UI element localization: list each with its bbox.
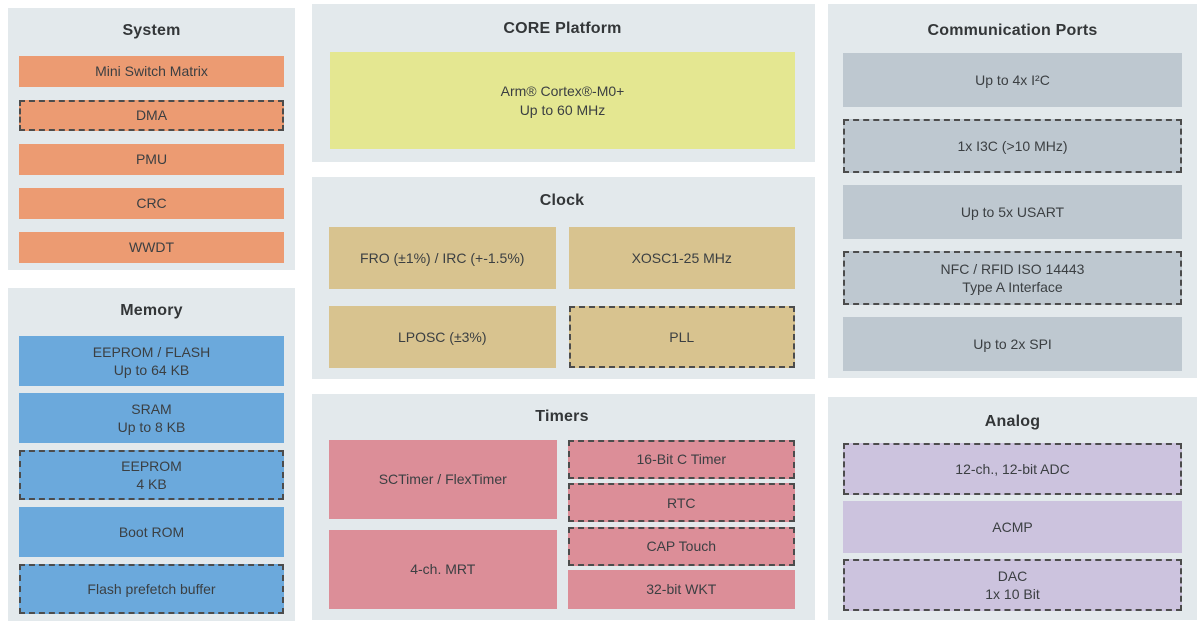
block-nfc-rfid: NFC / RFID ISO 14443 Type A Interface [843,251,1182,305]
panel-title-system: System [122,22,181,39]
panel-title-clock: Clock [539,192,585,209]
memory-blocks: EEPROM / FLASH Up to 64 KB SRAM Up to 8 … [19,336,284,614]
panel-memory: Memory EEPROM / FLASH Up to 64 KB SRAM U… [8,288,295,621]
block-pll: PLL [568,306,795,368]
block-sram: SRAM Up to 8 KB [19,393,284,443]
block-fro-irc: FRO (±1%) / IRC (+-1.5%) [329,227,556,289]
panel-title-memory: Memory [120,302,183,319]
block-rtc: RTC [567,483,795,523]
panel-clock: Clock FRO (±1%) / IRC (+-1.5%) XOSC1-25 … [312,177,815,379]
panel-core-platform: CORE Platform Arm® Cortex®-M0+ Up to 60 … [312,4,815,162]
block-lposc: LPOSC (±3%) [329,306,556,368]
block-acmp: ACMP [843,501,1182,553]
communication-blocks: Up to 4x I²C 1x I3C (>10 MHz) Up to 5x U… [843,53,1182,371]
block-32bit-wkt: 32-bit WKT [567,569,795,609]
panel-title-timers: Timers [535,408,589,425]
block-i3c: 1x I3C (>10 MHz) [843,119,1182,173]
block-wwdt: WWDT [19,232,284,263]
block-crc: CRC [19,188,284,219]
timers-left-column: SCTimer / FlexTimer 4-ch. MRT [329,440,557,609]
block-eeprom-4kb: EEPROM 4 KB [19,450,284,500]
timers-blocks: SCTimer / FlexTimer 4-ch. MRT 16-Bit C T… [329,440,795,609]
block-cap-touch: CAP Touch [567,526,795,566]
block-xosc: XOSC1-25 MHz [568,227,795,289]
block-flash-prefetch-buffer: Flash prefetch buffer [19,564,284,614]
core-blocks: Arm® Cortex®-M0+ Up to 60 MHz [330,52,795,149]
block-dma: DMA [19,100,284,131]
block-mini-switch-matrix: Mini Switch Matrix [19,56,284,87]
system-blocks: Mini Switch Matrix DMA PMU CRC WWDT [19,56,284,263]
block-sctimer-flextimer: SCTimer / FlexTimer [329,440,557,519]
block-pmu: PMU [19,144,284,175]
panel-title-analog: Analog [984,413,1041,430]
block-boot-rom: Boot ROM [19,507,284,557]
panel-title-core-platform: CORE Platform [503,20,622,37]
panel-timers: Timers SCTimer / FlexTimer 4-ch. MRT 16-… [312,394,815,620]
block-usart: Up to 5x USART [843,185,1182,239]
block-spi: Up to 2x SPI [843,317,1182,371]
panel-communication-ports: Communication Ports Up to 4x I²C 1x I3C … [828,4,1197,378]
block-adc: 12-ch., 12-bit ADC [843,443,1182,495]
block-16bit-c-timer: 16-Bit C Timer [567,440,795,479]
block-arm-cortex-m0plus: Arm® Cortex®-M0+ Up to 60 MHz [330,52,795,149]
analog-blocks: 12-ch., 12-bit ADC ACMP DAC 1x 10 Bit [843,443,1182,611]
block-dac: DAC 1x 10 Bit [843,559,1182,611]
block-eeprom-flash: EEPROM / FLASH Up to 64 KB [19,336,284,386]
panel-system: System Mini Switch Matrix DMA PMU CRC WW… [8,8,295,270]
block-i2c: Up to 4x I²C [843,53,1182,107]
timers-right-column: 16-Bit C Timer RTC CAP Touch 32-bit WKT [567,440,795,609]
panel-title-communication-ports: Communication Ports [927,22,1098,39]
panel-analog: Analog 12-ch., 12-bit ADC ACMP DAC 1x 10… [828,397,1197,620]
block-4ch-mrt: 4-ch. MRT [329,530,557,609]
clock-blocks: FRO (±1%) / IRC (+-1.5%) XOSC1-25 MHz LP… [329,227,795,368]
